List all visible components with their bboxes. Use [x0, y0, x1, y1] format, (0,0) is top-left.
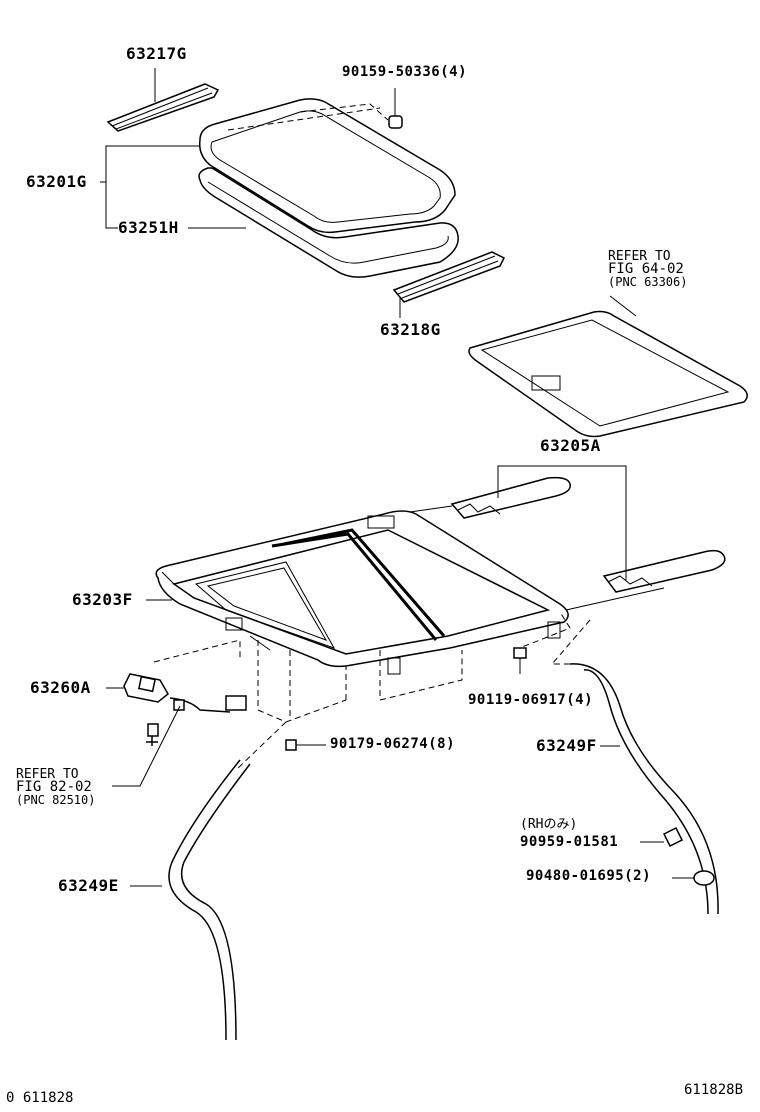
label-63201g[interactable]: 63201G [26, 172, 87, 191]
label-90179[interactable]: 90179-06274(8) [330, 736, 456, 752]
slide-bracket-lower[interactable] [565, 549, 726, 611]
glass-panel-63201g[interactable] [198, 98, 456, 234]
label-63249f[interactable]: 63249F [536, 736, 597, 755]
leader-63205a [497, 465, 627, 580]
label-63251h[interactable]: 63251H [118, 218, 179, 237]
label-90159[interactable]: 90159-50336(4) [342, 64, 468, 80]
bolt-63260a[interactable] [146, 723, 159, 746]
ref-note-64-02: REFER TO FIG 64-02 (PNC 63306) [608, 250, 687, 289]
label-63205a[interactable]: 63205A [540, 436, 601, 455]
label-63203f[interactable]: 63203F [72, 590, 133, 609]
weatherstrip-63218g[interactable] [392, 251, 506, 318]
label-63260a[interactable]: 63260A [30, 678, 91, 697]
sunshade-panel[interactable] [468, 295, 748, 438]
drain-hose-63249e[interactable] [130, 759, 251, 1041]
label-90480[interactable]: 90480-01695(2) [526, 868, 652, 884]
ref-note-line2: FIG 82-02 [16, 779, 92, 795]
label-63249e[interactable]: 63249E [58, 876, 119, 895]
weatherstrip-63217g[interactable] [106, 68, 220, 132]
ref-note-line1: REFER TO [16, 767, 79, 782]
label-90959[interactable]: 90959-01581 [520, 834, 619, 850]
label-leaders [100, 145, 246, 689]
footer-right-code: 611828B [684, 1082, 744, 1098]
grommet-90480[interactable] [672, 870, 715, 886]
rh-only-note: (RHのみ) [520, 817, 578, 832]
slide-bracket-upper[interactable] [409, 476, 571, 519]
footer-left-code: 0 611828 [6, 1090, 74, 1106]
bolt-90179[interactable] [285, 739, 326, 751]
nut-90119[interactable] [513, 647, 527, 674]
label-63217g[interactable]: 63217G [126, 44, 187, 63]
clip-90159[interactable] [299, 88, 403, 129]
ref-note-line2: FIG 64-02 [608, 261, 684, 277]
housing-frame-63203f[interactable] [155, 510, 569, 675]
leader-ref2 [112, 705, 181, 787]
drain-hose-63249f[interactable] [569, 663, 719, 915]
seal-63251h[interactable] [198, 167, 459, 278]
ref-note-line3: (PNC 63306) [608, 275, 688, 289]
motor-63260a[interactable] [123, 673, 247, 713]
clamp-90959[interactable] [640, 826, 684, 848]
label-90119[interactable]: 90119-06917(4) [468, 692, 594, 708]
mount-dashed-guides [153, 611, 591, 771]
ref-note-82-02: REFER TO FIG 82-02 (PNC 82510) [16, 768, 95, 807]
ref-note-line1: REFER TO [608, 249, 671, 264]
ref-note-line3: (PNC 82510) [16, 793, 96, 807]
label-63218g[interactable]: 63218G [380, 320, 441, 339]
